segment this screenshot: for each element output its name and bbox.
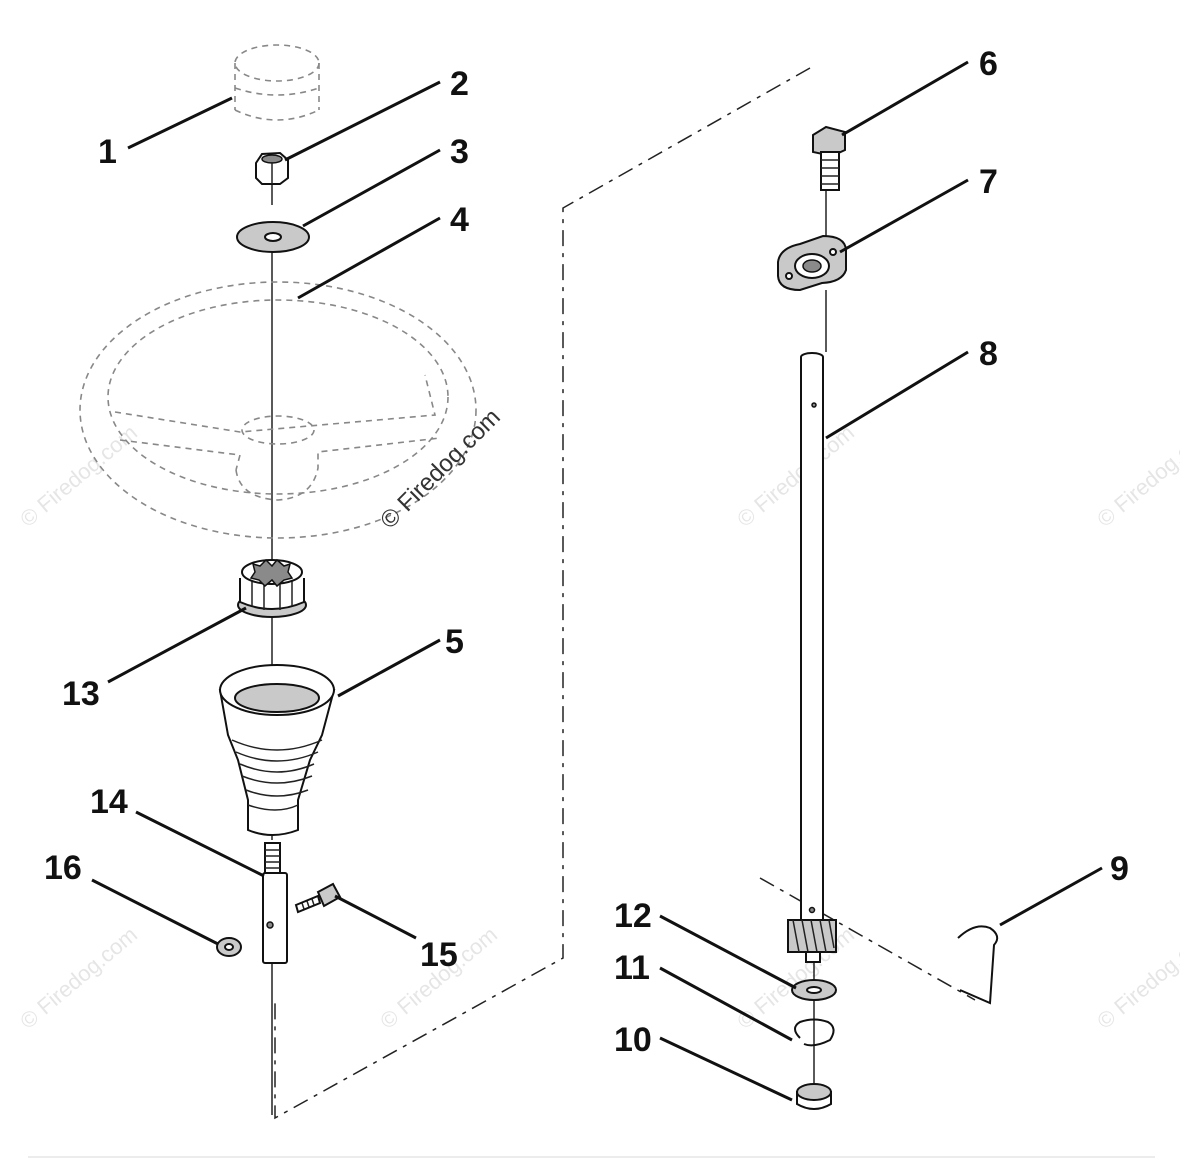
watermark: © Firedog.com <box>732 420 859 532</box>
callout-9: 9 <box>1110 850 1129 888</box>
leader-12 <box>659 914 797 990</box>
callout-16: 16 <box>44 849 82 887</box>
pinion-gear <box>787 919 837 963</box>
callout-4: 4 <box>450 201 469 239</box>
flange-bearing-part-7 <box>777 234 847 292</box>
boot-part-5 <box>218 664 336 836</box>
callout-14: 14 <box>90 783 128 821</box>
callout-labels: 1 2 3 4 5 6 7 8 9 10 11 12 13 14 15 16 <box>44 45 1129 1059</box>
watermark: © Firedog.com <box>15 420 142 532</box>
leader-15 <box>334 894 417 940</box>
leader-1 <box>127 96 233 150</box>
leader-10 <box>659 1036 793 1102</box>
bolt-part-15 <box>294 882 342 914</box>
leader-8 <box>825 350 969 440</box>
leader-2 <box>284 80 441 162</box>
callout-1: 1 <box>98 133 117 171</box>
callout-12: 12 <box>614 897 652 935</box>
cap-part-1 <box>234 44 320 121</box>
watermark: © Firedog.com <box>1092 420 1180 532</box>
assembly-boundary <box>274 67 976 1120</box>
watermark-main: © Firedog.com <box>375 404 506 535</box>
spring-clip-part-9 <box>957 925 999 1005</box>
callout-5: 5 <box>445 623 464 661</box>
leader-14 <box>135 810 265 878</box>
watermark: © Firedog.com <box>15 922 142 1034</box>
leader-9 <box>999 866 1103 927</box>
callout-13: 13 <box>62 675 100 713</box>
callout-2: 2 <box>450 65 469 103</box>
washer-part-3 <box>236 221 310 253</box>
steering-shaft-part-14 <box>262 842 288 964</box>
leader-11 <box>659 966 793 1042</box>
callout-7: 7 <box>979 163 998 201</box>
leader-13 <box>107 606 247 684</box>
callout-10: 10 <box>614 1021 652 1059</box>
leader-lines <box>91 60 1103 1102</box>
callout-15: 15 <box>420 936 458 974</box>
callout-6: 6 <box>979 45 998 83</box>
callout-11: 11 <box>614 949 650 987</box>
watermark-layer: © Firedog.com © Firedog.com © Firedog.co… <box>15 420 1180 1034</box>
leader-6 <box>841 60 969 137</box>
hex-nut-part-2 <box>255 151 289 185</box>
washer-part-12 <box>791 979 837 1001</box>
nut-part-16 <box>216 937 242 957</box>
bushing-part-10 <box>796 1083 832 1110</box>
watermark: © Firedog.com <box>1092 922 1180 1034</box>
callout-3: 3 <box>450 133 469 171</box>
leader-4 <box>297 216 441 300</box>
retaining-ring-part-11 <box>794 1018 835 1047</box>
steering-column-part-8 <box>800 352 824 926</box>
callout-8: 8 <box>979 335 998 373</box>
hex-bolt-part-6 <box>812 125 846 191</box>
steering-wheel-part-4 <box>79 281 477 539</box>
leader-16 <box>91 878 219 946</box>
leader-7 <box>839 178 969 254</box>
leader-3 <box>302 148 441 228</box>
adapter-part-13 <box>237 558 307 618</box>
leader-5 <box>337 638 441 698</box>
